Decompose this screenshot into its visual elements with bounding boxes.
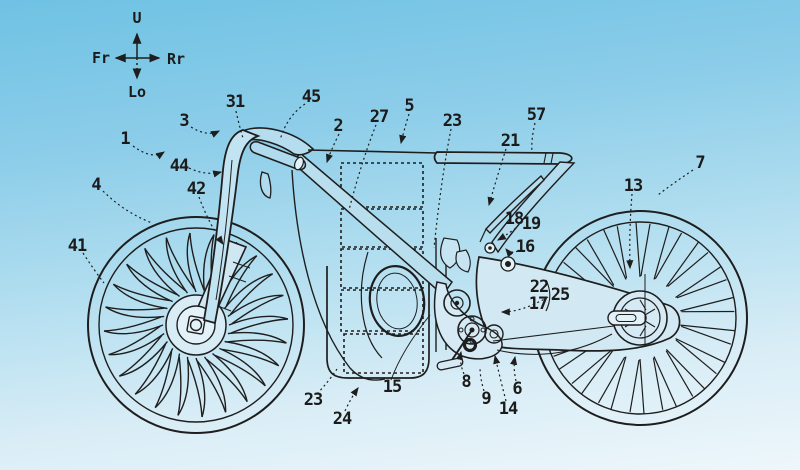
seat bbox=[307, 149, 573, 165]
ref-label-19: 19 bbox=[521, 214, 542, 234]
main-frame-tube bbox=[292, 151, 454, 297]
ref-label-1: 1 bbox=[120, 129, 130, 149]
ref-label-14: 14 bbox=[498, 399, 519, 419]
ref-label-42: 42 bbox=[186, 179, 207, 199]
orientation-compass bbox=[114, 32, 161, 80]
front-fairing bbox=[202, 127, 315, 325]
ref-label-18: 18 bbox=[504, 209, 525, 229]
ref-label-6: 6 bbox=[512, 379, 522, 399]
compass-lower-label: Lo bbox=[127, 83, 147, 101]
ref-label-25: 25 bbox=[550, 285, 571, 305]
compass-front-label: Fr bbox=[91, 49, 111, 67]
ref-label-4: 4 bbox=[91, 175, 101, 195]
ref-label-22: 22 bbox=[529, 277, 550, 297]
ref-label-24: 24 bbox=[332, 409, 353, 429]
ref-label-9: 9 bbox=[481, 389, 491, 409]
ref-label-23-upper: 23 bbox=[442, 111, 463, 131]
ref-label-3: 3 bbox=[179, 111, 189, 131]
ref-label-21: 21 bbox=[500, 131, 521, 151]
ref-label-44: 44 bbox=[169, 156, 190, 176]
ref-label-27: 27 bbox=[369, 107, 390, 127]
compass-rear-label: Rr bbox=[166, 50, 186, 68]
compass-up-label: U bbox=[132, 9, 142, 27]
rear-hub bbox=[607, 274, 668, 347]
leader-lines bbox=[82, 103, 694, 412]
ref-label-45: 45 bbox=[301, 87, 322, 107]
ref-label-23-lower: 23 bbox=[303, 390, 324, 410]
ref-label-13: 13 bbox=[623, 176, 644, 196]
ref-label-7: 7 bbox=[695, 153, 705, 173]
handlebar bbox=[249, 141, 307, 199]
ref-label-2: 2 bbox=[333, 116, 343, 136]
ref-label-57: 57 bbox=[526, 105, 547, 125]
ref-label-41: 41 bbox=[67, 236, 88, 256]
ref-label-15: 15 bbox=[382, 377, 403, 397]
rear-shock bbox=[440, 174, 545, 273]
ref-label-5: 5 bbox=[404, 96, 414, 116]
motor-crank-unit bbox=[433, 281, 615, 371]
ref-label-31: 31 bbox=[225, 92, 246, 112]
ref-label-16: 16 bbox=[515, 237, 536, 257]
ref-label-17: 17 bbox=[528, 294, 549, 314]
ref-label-8: 8 bbox=[461, 372, 471, 392]
